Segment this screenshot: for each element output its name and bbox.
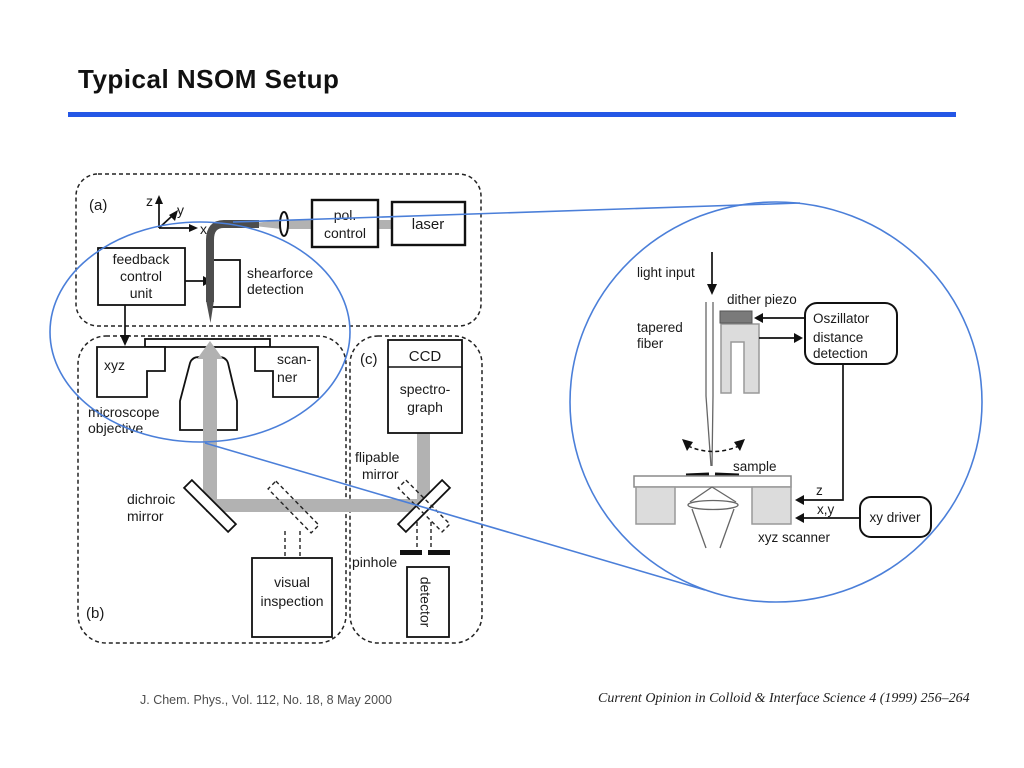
z-label: z: [816, 483, 823, 498]
feedback-line2: control: [120, 268, 162, 284]
xy-driver-label: xy driver: [869, 510, 921, 525]
pinhole-label: pinhole: [352, 554, 397, 570]
citation-right: Current Opinion in Colloid & Interface S…: [598, 691, 970, 706]
oszillator-line3: detection: [813, 346, 868, 361]
section-c-label: (c): [360, 351, 378, 368]
beam-up-arrowhead: [197, 341, 223, 359]
callout-source-ellipse: [49, 221, 351, 443]
tapered-fiber-label-line2: fiber: [637, 336, 664, 351]
detector-label: detector: [417, 577, 433, 628]
laser-beam-segment: [378, 220, 392, 229]
detector-box: [406, 566, 450, 638]
cone-right: [711, 486, 737, 503]
axis-y-label: y: [177, 202, 184, 218]
tuning-fork: [720, 323, 760, 394]
citation-left: J. Chem. Phys., Vol. 112, No. 18, 8 May …: [140, 693, 392, 707]
laser-label: laser: [412, 216, 445, 233]
dichroic-mirror: [182, 478, 238, 534]
pol-control-box: [310, 198, 380, 249]
objective-label-line2: objective: [88, 420, 143, 436]
title-underline: [68, 112, 956, 117]
tapered-fiber-label-line1: tapered: [637, 320, 683, 335]
shearforce-label-line2: detection: [247, 281, 304, 297]
section-b-label: (b): [86, 605, 104, 622]
xy-driver-box: [859, 496, 932, 538]
flipable-label-line2: mirror: [362, 466, 399, 482]
oszillator-line2: distance: [813, 330, 863, 345]
section-c-frame: [349, 335, 483, 644]
zoom-view: light input dither piezo tapered fiber O…: [633, 252, 932, 549]
spectrograph-beam: [417, 433, 430, 503]
pinhole-right-blade: [428, 550, 450, 555]
light-input-label: light input: [637, 265, 695, 280]
xyz-scanner-label: xyz scanner: [758, 530, 831, 545]
section-a-frame: [75, 173, 482, 327]
callout-zoom-circle: [569, 201, 983, 603]
fiber-tip: [206, 300, 214, 323]
coupling-lens: [279, 211, 289, 237]
cone-below-left: [691, 508, 707, 549]
oszillator-line1: Oszillator: [813, 311, 870, 326]
feedback-line3: unit: [130, 285, 153, 301]
pinhole-left-blade: [400, 550, 422, 555]
z-drive-wire: [803, 364, 844, 501]
dichroic-label-line1: dichroic: [127, 491, 175, 507]
stage-right-block: [254, 346, 319, 398]
pol-line1: pol.: [334, 207, 357, 223]
page-title: Typical NSOM Setup: [78, 64, 340, 94]
axis-z-label: z: [146, 193, 153, 209]
flipable-mirror-dashed: [397, 479, 451, 533]
xy-label: x,y: [817, 502, 835, 517]
section-b-frame: [77, 335, 347, 644]
dichroic-label-line2: mirror: [127, 508, 164, 524]
sample-slide-left: [685, 472, 710, 477]
cone-left: [689, 486, 713, 503]
visual-line1: visual: [274, 574, 310, 590]
pol-line2: control: [324, 225, 366, 241]
shearforce-detector-box: [211, 259, 241, 308]
laser-box: [390, 200, 467, 247]
vertical-beam: [203, 357, 217, 508]
callout-line-top: [232, 202, 801, 223]
scanner-label-line2: ner: [277, 369, 298, 385]
shearforce-label-line1: shearforce: [247, 265, 313, 281]
horizontal-beam: [206, 499, 422, 512]
xyz-label: xyz: [104, 357, 125, 373]
sample-label: sample: [733, 459, 777, 474]
oszillator-box: [804, 302, 898, 365]
scanner-left-block: [635, 486, 676, 525]
flip-mirror-b: [267, 480, 320, 534]
visual-inspection-box: [251, 557, 333, 638]
collection-lens: [687, 499, 739, 511]
spectrograph-line2: graph: [407, 399, 443, 415]
flipable-mirror-solid: [396, 478, 452, 534]
visual-line2: inspection: [260, 593, 323, 609]
coordinate-axes: z y x: [146, 193, 207, 237]
feedback-line1: feedback: [113, 251, 171, 267]
objective-label-line1: microscope: [88, 404, 160, 420]
fiber-left-edge: [705, 302, 712, 467]
scanner-top-plate: [633, 475, 792, 488]
sample-slide-right: [714, 472, 740, 477]
ccd-spectrograph-box: [387, 339, 463, 434]
dither-piezo: [719, 310, 753, 324]
beam-to-lens: [288, 220, 312, 229]
scanner-label-line1: scan-: [277, 351, 312, 367]
beam-to-fiber: [259, 220, 281, 229]
ccd-label: CCD: [409, 348, 442, 365]
fiber-right-edge: [711, 302, 714, 467]
axis-x-label: x: [200, 221, 207, 237]
callout-line-bottom: [204, 442, 706, 591]
dither-piezo-label: dither piezo: [727, 292, 797, 307]
feedback-control-box: [97, 247, 186, 306]
cone-below-right: [719, 508, 735, 549]
spectrograph-line1: spectro-: [400, 381, 451, 397]
dither-motion-arc: [687, 445, 740, 453]
section-a-label: (a): [89, 197, 107, 214]
scanner-right-block: [751, 486, 792, 525]
flipable-label-line1: flipable: [355, 449, 400, 465]
stage-left-block: [96, 346, 166, 398]
